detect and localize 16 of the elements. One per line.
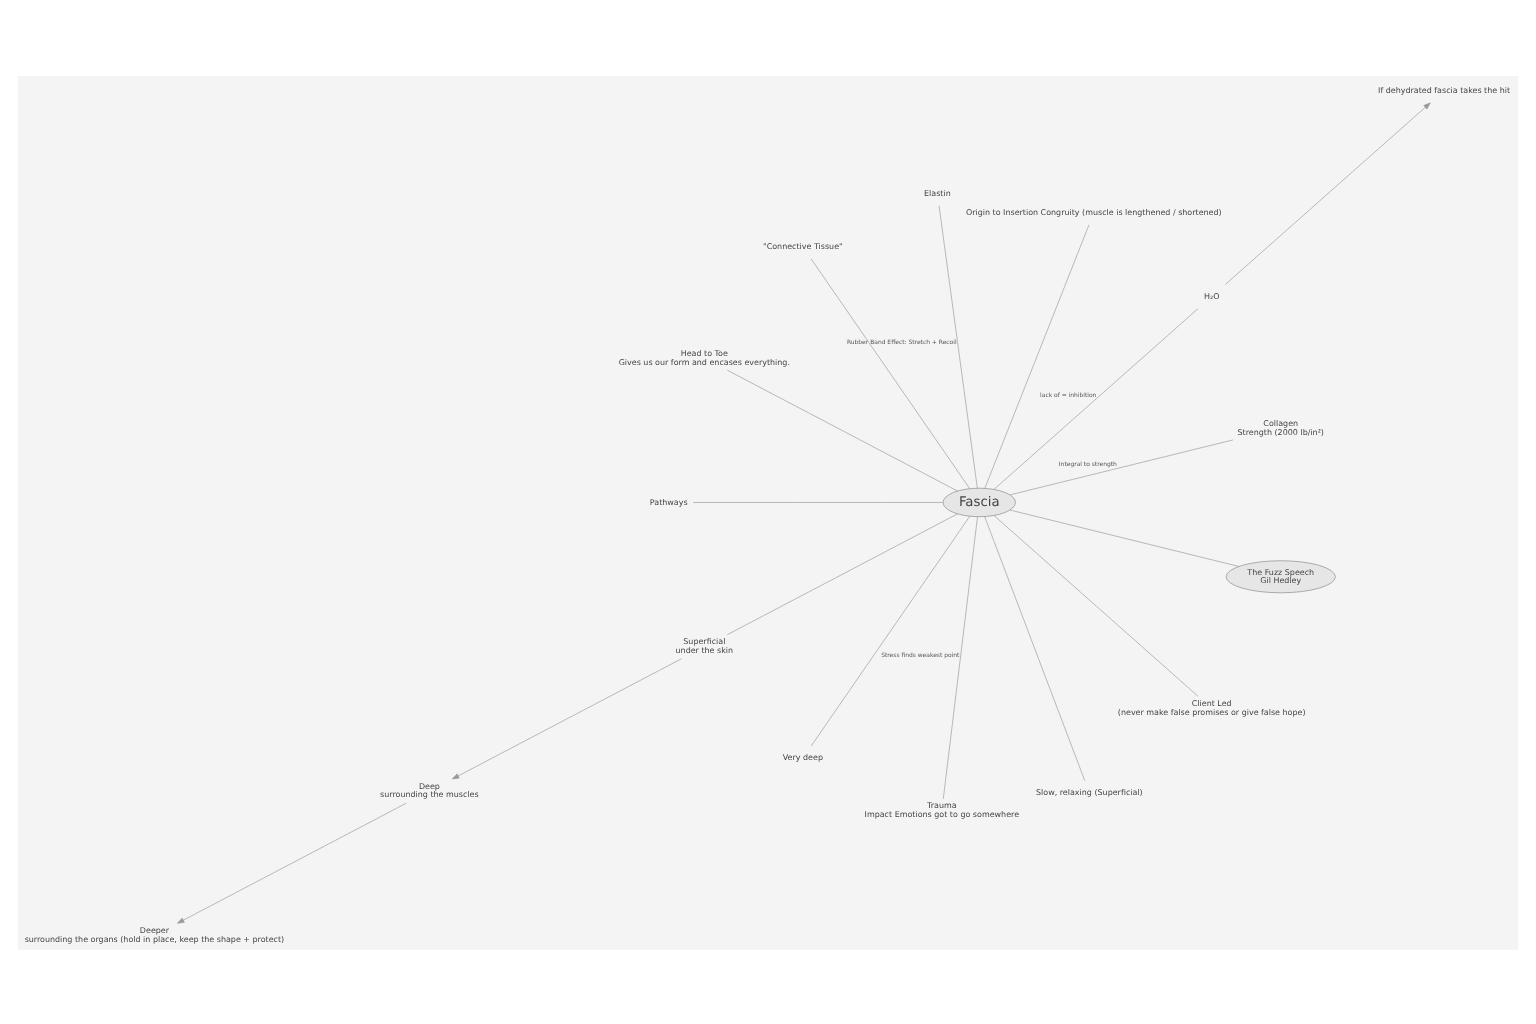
arrow (177, 801, 407, 923)
connector (938, 204, 978, 488)
arrow (1225, 101, 1431, 284)
connector (810, 257, 971, 489)
connector (692, 501, 944, 502)
connector (984, 223, 1090, 488)
connector (726, 512, 958, 635)
arrow (451, 657, 682, 779)
connector (993, 514, 1199, 696)
connector (942, 515, 978, 798)
connector (1009, 438, 1234, 495)
connector (1009, 508, 1240, 566)
connector (726, 368, 958, 491)
connector (993, 307, 1199, 489)
connector (810, 514, 971, 746)
connector (984, 515, 1086, 780)
